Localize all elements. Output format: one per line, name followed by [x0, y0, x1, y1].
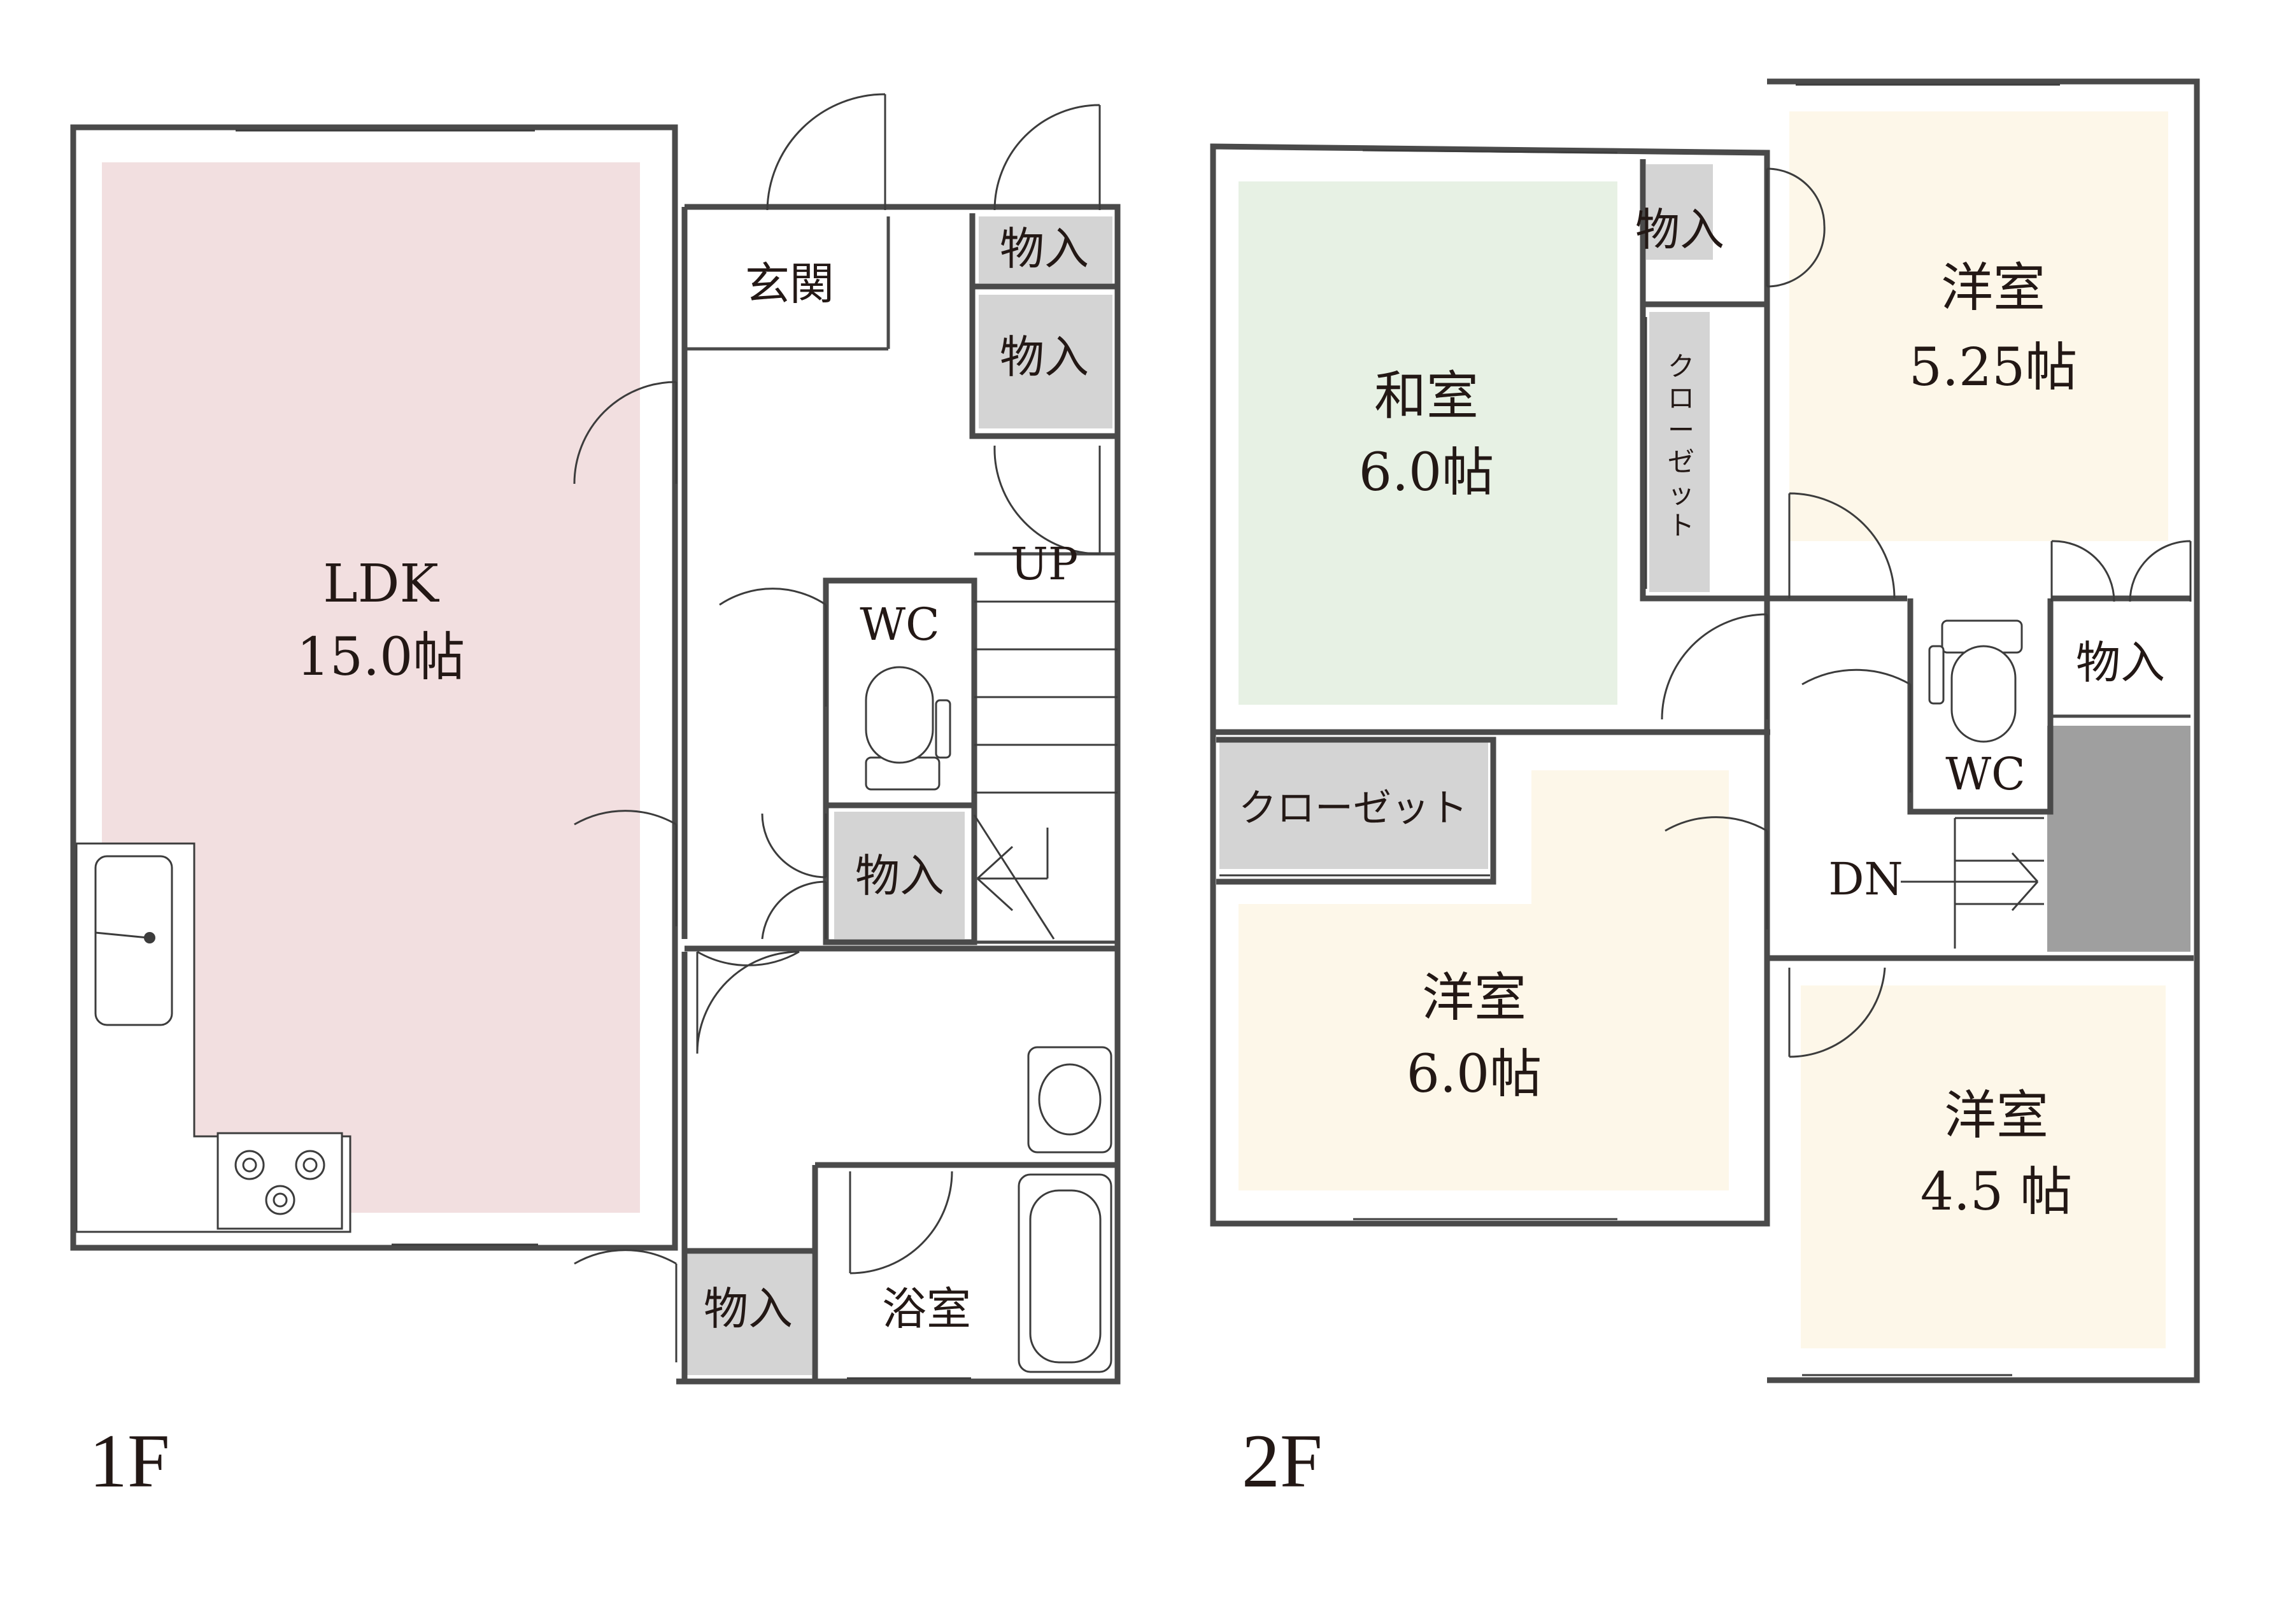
storage-fill-4: [685, 1254, 812, 1375]
windows-2f: [1219, 83, 2060, 1376]
yoshitsu-ne-name: 洋室: [1941, 258, 2045, 318]
stairs-2f: [1901, 817, 2044, 949]
bath-label: 浴室: [882, 1283, 971, 1335]
yoshitsu-sw-size: 6.0帖: [1407, 1044, 1542, 1105]
toilet-fixture-2f: [1928, 619, 2023, 743]
washbasin: [1027, 1046, 1112, 1154]
stairs-down-label: DN: [1828, 853, 1903, 905]
stove-burner-icons: [234, 1150, 325, 1215]
toilet-fixture-1f: [865, 666, 951, 791]
faucet-icon: [144, 932, 155, 943]
closet-v-walls: [1640, 159, 1767, 602]
door-swings-2f: [1661, 167, 2192, 1058]
storage-label-2: 物入: [1000, 331, 1089, 383]
closet-char-3: ー: [1668, 414, 1694, 446]
closet-label-horizontal: クローゼット: [1239, 786, 1468, 831]
yoshitsu-ne-floor: [1789, 111, 2168, 541]
ldk-walls: [70, 124, 678, 1251]
closet-h-walls: [1216, 737, 1496, 885]
closet-char-4: ゼ: [1668, 446, 1694, 477]
yoshitsu-sw-floor: [1239, 770, 1729, 1190]
storage-label-2f-1: 物入: [1635, 204, 1724, 256]
yoshitsu-se-floor: [1801, 985, 2166, 1348]
stairs-1f: [973, 600, 1118, 940]
dark-shaft: [2047, 726, 2190, 952]
bath-walls: [685, 1162, 1118, 1381]
closet-fill-2f-v: [1649, 312, 1710, 592]
storage-fill-2: [979, 295, 1112, 428]
storage-2f-walls: [2050, 598, 2190, 718]
closet-char-2: ロ: [1668, 383, 1694, 414]
yoshitsu-sw-name: 洋室: [1422, 968, 1526, 1028]
door-swings-1f: [573, 93, 1101, 1362]
floor-1: LDK 15.0帖 玄関 物入 物入 WC UP 物入 物入 浴室 1F: [70, 93, 1121, 1503]
closet-char-1: ク: [1668, 351, 1694, 382]
bathtub-inner: [1029, 1189, 1102, 1364]
ldk-name: LDK: [323, 554, 439, 614]
stove: [217, 1132, 343, 1230]
stair-area-walls: [974, 552, 1118, 944]
storage-fill-2f-1: [1646, 164, 1713, 260]
wc-label-2f: WC: [1945, 748, 2026, 800]
closet-label-vertical: ク ロ ー ゼ ッ ト: [1668, 351, 1694, 541]
storage-label-4: 物入: [704, 1283, 793, 1335]
storage-fill-3: [834, 812, 965, 939]
east-wing-walls: [676, 204, 1121, 1385]
storage-label-1: 物入: [1000, 223, 1089, 275]
washitsu-size: 6.0帖: [1359, 442, 1494, 503]
storage-label-2f-2: 物入: [2076, 637, 2165, 689]
washitsu-floor: [1239, 181, 1617, 705]
2f-west-block-walls: [1210, 143, 1770, 1227]
storage-label-3: 物入: [855, 850, 944, 902]
yoshitsu-ne-size: 5.25帖: [1909, 337, 2078, 398]
wc-label-1f: WC: [860, 598, 940, 651]
bathtub: [1018, 1173, 1112, 1373]
stairs-up-label: UP: [1011, 538, 1078, 590]
storage-walls-north: [969, 213, 1118, 439]
genkan-label: 玄関: [745, 258, 834, 310]
closet-char-5: ッ: [1668, 478, 1694, 509]
floor-2: 和室 6.0帖 洋室 5.25帖 洋室 6.0帖 洋室 4.5 帖 物入 物入 …: [1210, 78, 2200, 1503]
storage-fill-1: [979, 216, 1112, 283]
yoshitsu-se-size: 4.5 帖: [1920, 1162, 2072, 1222]
floor-1-label: 1F: [89, 1418, 170, 1503]
faucet-handle: [95, 931, 148, 939]
2f-east-block-walls: [1767, 78, 2200, 1383]
closet-char-6: ト: [1668, 510, 1694, 541]
floor-2-label: 2F: [1242, 1418, 1323, 1503]
kitchen-sink: [94, 855, 173, 1026]
washitsu-name: 和室: [1374, 366, 1479, 427]
closet-fill-2f-h: [1219, 742, 1488, 869]
genkan-partition: [685, 216, 890, 351]
windows-1f: [236, 129, 971, 1380]
washbasin-bowl: [1038, 1063, 1102, 1136]
ldk-size: 15.0帖: [297, 627, 465, 688]
yoshitsu-se-name: 洋室: [1944, 1085, 2048, 1146]
